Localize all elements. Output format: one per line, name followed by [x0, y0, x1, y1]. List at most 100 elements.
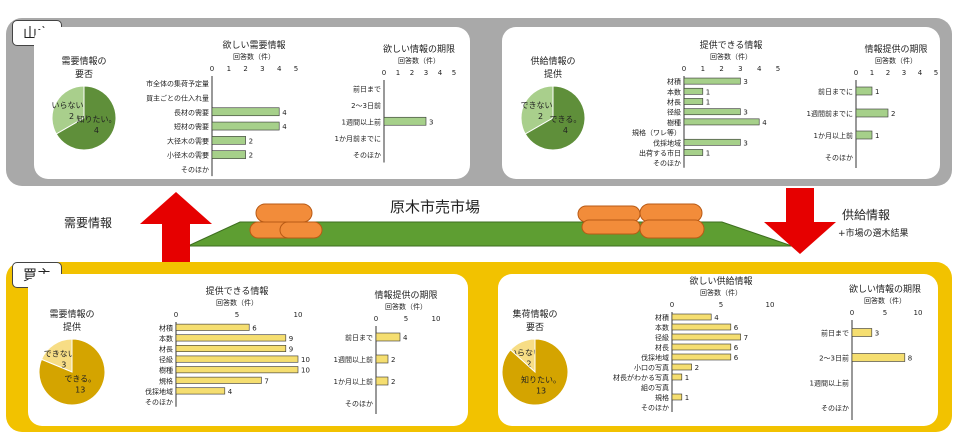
kn-want-pie-title-1: 集荷情報の [512, 308, 557, 320]
kn-want-bar1-title: 欲しい供給情報 [689, 275, 752, 287]
ym-demand-bar1-cat-0: 市全体の集荷予定量 [146, 79, 209, 88]
kn-want-bar1-bar-6 [671, 373, 683, 381]
kn-want-bar2-cat-1: 2〜3日前 [819, 354, 849, 363]
kn-provide-bar2-val-0: 4 [403, 334, 408, 342]
ym-supply-bar1-val-3: 3 [743, 109, 747, 117]
ym-demand-bar1-cat-6: そのほか [181, 166, 209, 174]
kn-provide-bar2-val-2: 2 [391, 378, 395, 386]
ym-supply-bar2-bar-2 [855, 130, 873, 140]
kn-provide-bar1-cat-2: 材長 [159, 345, 173, 354]
kn-provide-bar2-bar-1 [375, 354, 389, 364]
kn-want-pie-title-2: 要否 [526, 322, 544, 333]
ym-supply-bar2-tick-2: 2 [886, 69, 890, 77]
ym-demand-bar1-val-3: 4 [282, 123, 287, 131]
kn-provide-bar2-tick-2: 10 [432, 315, 441, 323]
kn-want-bar1-cat-0: 材積 [655, 313, 669, 322]
kn-want-bar1-cat-6: 材長がわかる写真 [613, 373, 669, 382]
kn-want-bar1-bar-5 [671, 363, 692, 371]
kn-provide-bar2-val-1: 2 [391, 356, 395, 364]
kn-provide-bar1-val-2: 9 [289, 346, 293, 354]
kn-want-bar1-cat-4: 伐採地域 [641, 353, 669, 362]
ym-supply-bar1-bar-3 [683, 108, 741, 116]
kn-want-bar1-cat-5: 小口の写真 [634, 363, 669, 372]
kn-provide-bar1-bar-4 [175, 366, 299, 374]
ym-demand-bar2-tick-3: 3 [424, 69, 428, 77]
kn-provide-bar1-tick-1: 5 [235, 311, 239, 319]
kn-provide-bar1-bar-6 [175, 387, 226, 395]
ym-supply-pie-slice-1 [524, 85, 586, 151]
kn-provide-pie-title-2: 提供 [63, 321, 81, 333]
ym-demand-pie-slice-1 [55, 85, 117, 151]
ym-demand-bar2-val-2: 3 [429, 118, 433, 126]
ym-demand-pie-title-1: 需要情報の [61, 55, 106, 67]
ym-supply-bar2-val-0: 1 [875, 88, 879, 96]
ym-demand-bar1-cat-1: 買主ごとの仕入れ量 [146, 93, 209, 102]
ym-demand-bar1-title: 欲しい需要情報 [222, 39, 285, 51]
kn-want-bar1-cat-9: そのほか [641, 404, 669, 412]
ym-demand-bar1-bar-4 [211, 136, 246, 145]
ym-supply-bar1-tick-3: 3 [738, 65, 742, 73]
ym-demand-bar2-tick-1: 1 [396, 69, 400, 77]
kn-provide-bar2-cat-3: そのほか [345, 400, 373, 408]
ym-demand-pie-title-2: 要否 [75, 69, 93, 80]
ym-supply-bar1-title: 提供できる情報 [700, 39, 763, 51]
ym-supply-pie-slice-0 [520, 85, 554, 135]
kn-provide-pie-slice-1 [38, 338, 106, 406]
kn-want-bar1-val-6: 1 [685, 374, 689, 382]
kn-provide-bar2-bar-0 [375, 332, 401, 342]
kn-provide-pie-label-0: できない。 [44, 350, 84, 359]
kn-want-bar2-cat-2: 1週間以上前 [810, 379, 849, 388]
kn-want-bar1-bar-4 [671, 353, 732, 361]
kn-provide-bar1-cat-4: 樹種 [159, 366, 173, 375]
supply-info-sublabel: +市場の選木結果 [838, 229, 909, 239]
ym-demand-bar1-cat-2: 長材の需要 [174, 108, 209, 117]
kn-want-bar1-cat-2: 径級 [655, 333, 669, 342]
kn-want-bar1-bar-8 [671, 393, 683, 401]
ym-supply-bar1-cat-0: 材積 [667, 77, 681, 86]
supply-info-label: 供給情報 [842, 208, 891, 222]
kn-want-bar2-tick-0: 0 [850, 309, 854, 317]
ym-supply-bar1-bar-0 [683, 77, 741, 85]
kn-provide-bar1-title: 提供できる情報 [206, 285, 269, 297]
kn-provide-bar1-bar-3 [175, 355, 299, 363]
kn-provide-bar1-unit: 回答数（件） [216, 298, 258, 307]
kn-provide-bar1-bar-1 [175, 334, 287, 342]
kn-want-bar1-val-5: 2 [695, 364, 699, 372]
ym-supply-bar2-cat-1: 1週間前までに [807, 109, 853, 118]
ym-supply-bar2-bar-1 [855, 108, 889, 118]
ym-demand-bar1-tick-2: 2 [243, 65, 247, 73]
ym-demand-bar1-unit: 回答数（件） [233, 52, 275, 61]
ym-supply-pie-label-1: できる。 [550, 115, 582, 124]
ym-supply-bar1-val-1: 1 [706, 88, 710, 96]
ym-supply-bar1-tick-5: 5 [776, 65, 780, 73]
kn-provide-bar2-tick-0: 0 [374, 315, 378, 323]
ym-supply-bar2-val-2: 1 [875, 132, 879, 140]
ym-demand-bar2-tick-2: 2 [410, 69, 414, 77]
ym-demand-bar2-tick-4: 4 [438, 69, 443, 77]
ym-demand-bar1-tick-1: 1 [227, 65, 231, 73]
ym-demand-bar2-cat-0: 前日まで [353, 84, 381, 93]
kn-provide-bar1-tick-2: 10 [294, 311, 303, 319]
ym-demand-bar1-val-2: 4 [282, 109, 287, 117]
ym-supply-bar1-tick-2: 2 [719, 65, 723, 73]
demand-arrow-up [140, 192, 212, 262]
kn-provide-bar2-cat-0: 前日まで [345, 333, 373, 342]
log-pile-left [249, 203, 323, 239]
kn-provide-bar2-cat-2: 1か月以上前 [334, 377, 373, 386]
kn-want-bar2-bar-1 [851, 353, 906, 362]
ym-supply-bar1-bar-6 [683, 138, 741, 146]
ym-demand-pie-value-1: 4 [94, 126, 99, 135]
ym-demand-bar2-cat-1: 2〜3日前 [351, 101, 381, 110]
ym-supply-bar1-val-2: 1 [706, 99, 710, 107]
kn-want-bar1-tick-0: 0 [670, 301, 674, 309]
kn-want-bar1-unit: 回答数（件） [700, 288, 742, 297]
kn-want-bar2-unit: 回答数（件） [864, 296, 906, 305]
ym-demand-bar1-val-4: 2 [249, 137, 253, 145]
kn-want-bar1-val-1: 6 [734, 324, 739, 332]
kn-provide-bar1-cat-3: 径級 [159, 355, 173, 364]
ym-supply-bar2-unit: 回答数（件） [875, 56, 917, 65]
kn-want-bar2-val-1: 8 [908, 355, 912, 363]
ym-demand-bar1-cat-4: 大径木の需要 [167, 136, 209, 145]
kn-provide-pie-value-0: 3 [61, 361, 66, 370]
